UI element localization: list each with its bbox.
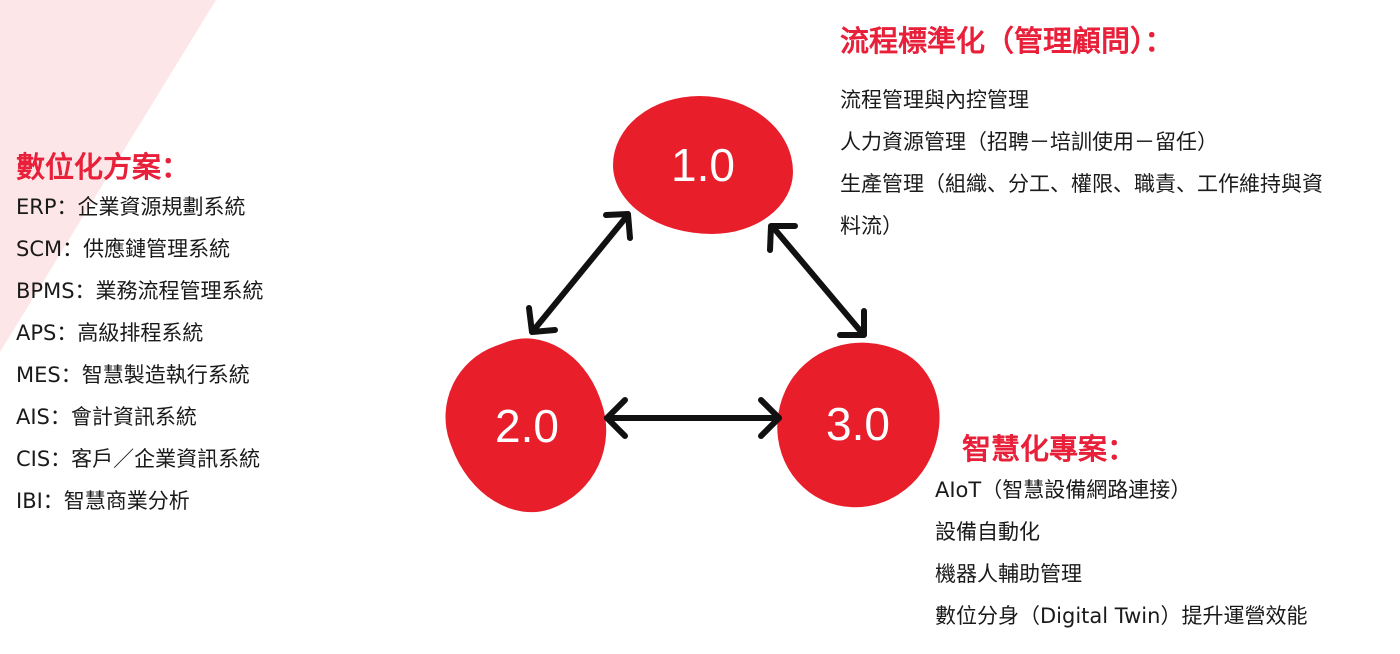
list-item: AIS：會計資訊系統 — [16, 405, 197, 429]
arrow-1-2 — [526, 211, 633, 335]
list-item: IBI：智慧商業分析 — [16, 489, 190, 513]
node-1: 1.0 — [613, 96, 793, 234]
process-standardization-title: 流程標準化（管理顧問）： — [840, 24, 1174, 58]
list-item: MES：智慧製造執行系統 — [16, 363, 250, 387]
smart-projects-list: AIoT（智慧設備網路連接） 設備自動化 機器人輔助管理 數位分身（Digita… — [935, 469, 1307, 637]
list-item: 流程管理與內控管理 — [840, 88, 1029, 112]
digitalization-list: ERP：企業資源規劃系統 SCM：供應鏈管理系統 BPMS：業務流程管理系統 A… — [16, 186, 264, 522]
arrow-2-3 — [604, 397, 782, 439]
process-standardization-list: 流程管理與內控管理 人力資源管理（招聘－培訓使用－留任） 生產管理（組織、分工、… — [840, 79, 1323, 247]
list-item: ERP：企業資源規劃系統 — [16, 195, 246, 219]
list-item: 生產管理（組織、分工、權限、職責、工作維持與資 — [840, 172, 1323, 196]
list-item: BPMS：業務流程管理系統 — [16, 279, 264, 303]
list-item: 人力資源管理（招聘－培訓使用－留任） — [840, 130, 1218, 154]
list-item: SCM：供應鏈管理系統 — [16, 237, 231, 261]
arrow-1-3 — [767, 223, 867, 338]
digitalization-title: 數位化方案： — [16, 150, 191, 184]
list-item: CIS：客戶／企業資訊系統 — [16, 447, 261, 471]
list-item: 設備自動化 — [935, 520, 1040, 544]
list-item: AIoT（智慧設備網路連接） — [935, 478, 1192, 502]
list-item: APS：高級排程系統 — [16, 321, 204, 345]
list-item: 數位分身（Digital Twin）提升運營效能 — [935, 604, 1308, 628]
list-item: 機器人輔助管理 — [935, 562, 1082, 586]
list-item: 料流） — [840, 214, 903, 238]
smart-projects-title: 智慧化專案： — [962, 432, 1137, 466]
